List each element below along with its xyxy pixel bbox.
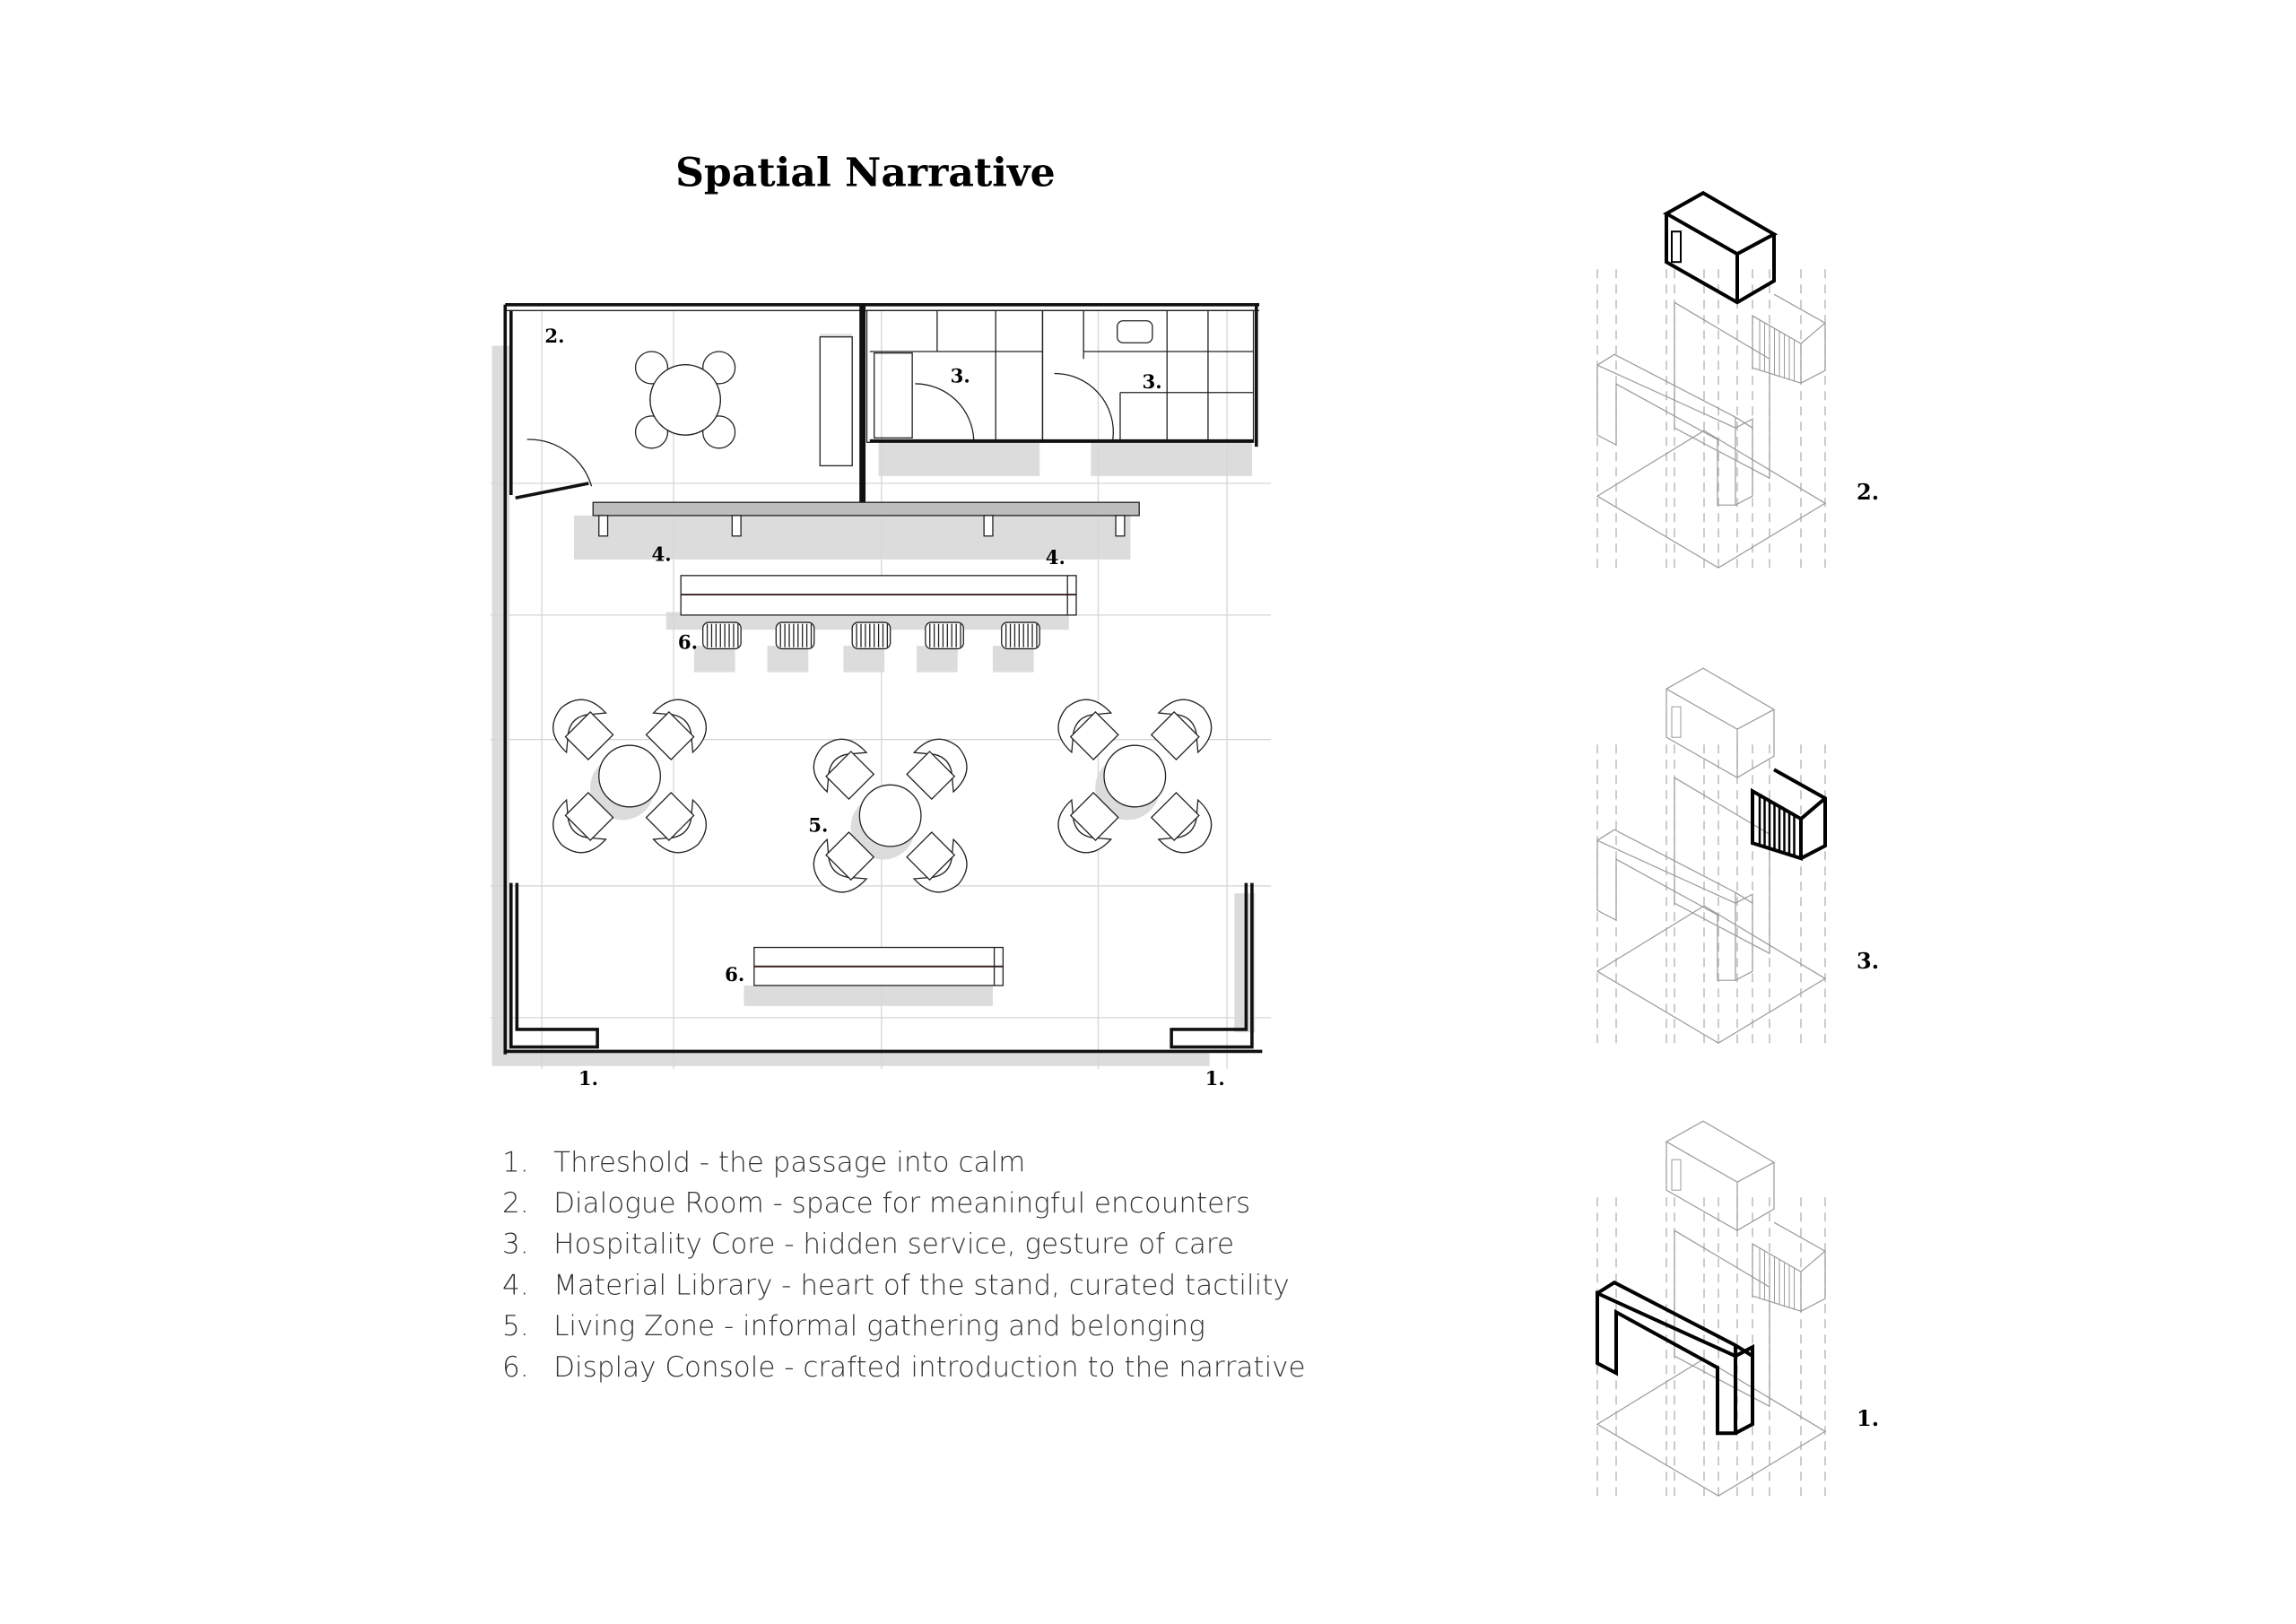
living-zone: 5. bbox=[552, 699, 1213, 893]
outer-walls bbox=[503, 302, 1263, 1055]
plan-label-3-right: 3. bbox=[1142, 371, 1161, 394]
bar-stool bbox=[843, 621, 891, 673]
page-title: Spatial Narrative bbox=[675, 151, 1056, 196]
dialogue-room: 2. bbox=[509, 304, 866, 506]
axonometric-threshold-arch: 1. bbox=[1596, 1120, 1879, 1503]
lounge-chair bbox=[1057, 699, 1119, 760]
legend-item: Material Library - heart of the stand, c… bbox=[553, 1269, 1290, 1301]
legend-number: 4. bbox=[502, 1269, 529, 1301]
bar-stool bbox=[767, 621, 815, 673]
plan-label-4-left: 4. bbox=[652, 544, 672, 567]
lounge-chair bbox=[813, 738, 875, 801]
axonometric-hospitality-core: 3. bbox=[1596, 667, 1879, 1050]
floor-plate bbox=[1596, 1358, 1827, 1497]
lounge-table bbox=[598, 744, 661, 808]
lounge-chair bbox=[1150, 792, 1213, 854]
legend-item: Hospitality Core - hidden service, gestu… bbox=[553, 1229, 1234, 1261]
legend: 1. Threshold - the passage into calm 2. Dia… bbox=[502, 1146, 1306, 1384]
threshold-arch-volume bbox=[1596, 829, 1753, 981]
legend-number: 6. bbox=[502, 1351, 529, 1384]
lounge-table-set bbox=[552, 699, 707, 854]
dialogue-room-volume bbox=[1662, 190, 1779, 305]
plan-label-1-left: 1. bbox=[578, 1068, 598, 1090]
floor-plan: 2. 3. 3. bbox=[490, 302, 1272, 1090]
lounge-chair bbox=[813, 831, 875, 893]
axonometric-label: 1. bbox=[1857, 1405, 1879, 1431]
bar-stool bbox=[992, 621, 1040, 673]
threshold-arch-volume bbox=[1596, 353, 1753, 506]
plan-label-4-right: 4. bbox=[1046, 547, 1065, 569]
lounge-chair bbox=[906, 831, 968, 893]
dialogue-chairs bbox=[634, 351, 736, 449]
lounge-table bbox=[858, 784, 922, 847]
back-wall bbox=[1674, 301, 1770, 480]
hospitality-core: 3. 3. bbox=[865, 309, 1255, 443]
bar-stool bbox=[693, 621, 742, 673]
legend-item: Dialogue Room - space for meaningful enc… bbox=[553, 1187, 1250, 1220]
display-console-bottom: 6. bbox=[725, 946, 1004, 986]
axonometric-label: 2. bbox=[1857, 479, 1879, 505]
axonometric-diagrams: 2. 3. 1. bbox=[1596, 190, 1879, 1503]
plan-grid-lines bbox=[490, 310, 1272, 1070]
dialogue-room-volume bbox=[1665, 1120, 1776, 1231]
plan-label-6-bottom: 6. bbox=[725, 964, 744, 986]
hospitality-core-volume bbox=[1752, 293, 1826, 385]
bar-stool bbox=[917, 621, 964, 673]
axonometric-label: 3. bbox=[1857, 948, 1879, 974]
threshold-arch-volume bbox=[1596, 1280, 1755, 1436]
lounge-chair bbox=[906, 738, 968, 801]
legend-number: 3. bbox=[502, 1229, 529, 1261]
lounge-chair bbox=[645, 699, 707, 760]
floor-plate bbox=[1596, 430, 1827, 569]
legend-item: Display Console - crafted introduction t… bbox=[553, 1351, 1305, 1384]
plan-label-1-right: 1. bbox=[1205, 1068, 1225, 1090]
lounge-table-set bbox=[1057, 699, 1213, 854]
lounge-chair bbox=[552, 699, 614, 760]
dialogue-room-volume bbox=[1665, 667, 1776, 778]
plan-label-2: 2. bbox=[544, 326, 564, 348]
legend-number: 2. bbox=[502, 1187, 529, 1220]
plan-label-3-left: 3. bbox=[951, 365, 970, 387]
legend-number: 5. bbox=[502, 1310, 529, 1342]
lounge-chair bbox=[1057, 792, 1119, 854]
hospitality-core-volume bbox=[1751, 768, 1828, 861]
lounge-chair bbox=[1150, 699, 1213, 760]
threshold-walls: 1. 1. bbox=[509, 882, 1254, 1090]
axonometric-dialogue-room: 2. bbox=[1596, 190, 1879, 575]
lounge-table-set bbox=[813, 738, 968, 893]
display-console-top: 6. bbox=[678, 575, 1077, 673]
plan-label-5: 5. bbox=[808, 815, 828, 838]
plan-label-6-top: 6. bbox=[678, 631, 698, 654]
legend-item: Threshold - the passage into calm bbox=[553, 1146, 1025, 1178]
hospitality-core-volume bbox=[1752, 1221, 1826, 1313]
material-library-shelf: 4. 4. bbox=[592, 501, 1140, 569]
floor-plate bbox=[1596, 905, 1827, 1044]
back-wall bbox=[1674, 1229, 1770, 1408]
bar-stools bbox=[693, 621, 1040, 673]
lounge-chair bbox=[552, 792, 614, 854]
lounge-table bbox=[1103, 744, 1167, 808]
lounge-chair bbox=[645, 792, 707, 854]
back-wall bbox=[1674, 777, 1770, 955]
legend-item: Living Zone - informal gathering and bel… bbox=[553, 1310, 1205, 1342]
legend-number: 1. bbox=[502, 1146, 529, 1178]
